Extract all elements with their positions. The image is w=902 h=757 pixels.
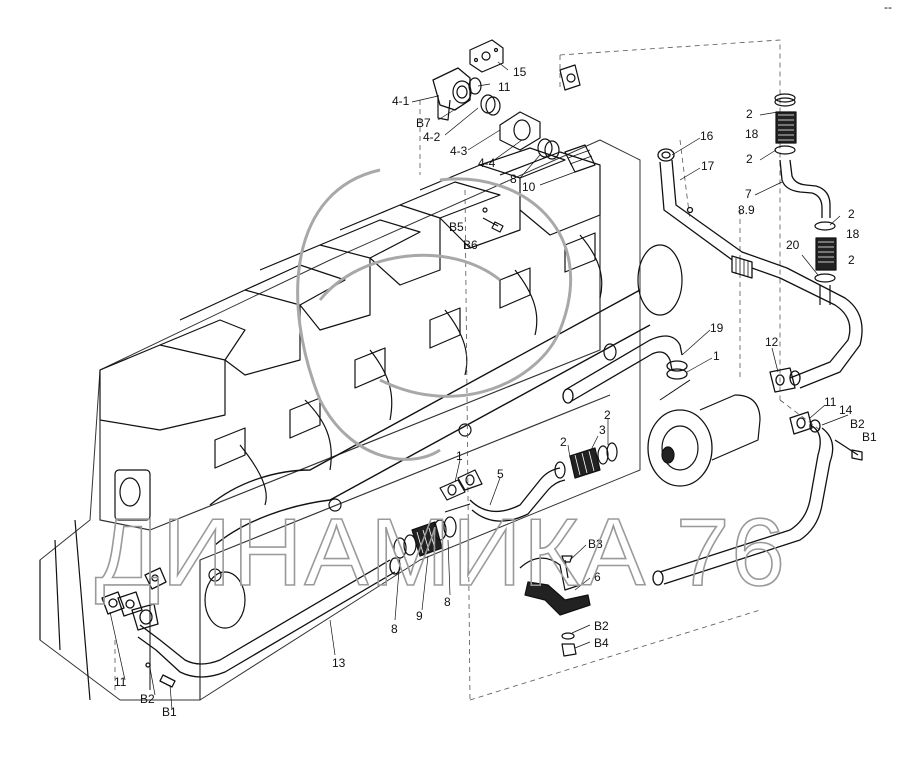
callout-1-right: 1 — [713, 349, 720, 363]
callout-3: 3 — [599, 423, 606, 437]
callout-5: 5 — [497, 467, 504, 481]
watermark-text: ДИНАМИКА 76 — [95, 499, 787, 606]
bolt-b5-b6 — [482, 207, 504, 233]
callout-2-c: 2 — [848, 207, 855, 221]
corner-mark: -- — [884, 0, 892, 14]
coupling-8-9 — [393, 503, 471, 559]
callout-b6: B6 — [463, 238, 478, 252]
callout-15: 15 — [513, 65, 527, 79]
callout-7: 7 — [745, 187, 752, 201]
callout-8-9: 8.9 — [738, 203, 755, 217]
callout-b2-mid: B2 — [594, 619, 609, 633]
callout-1-mid: 1 — [456, 449, 463, 463]
callout-10: 10 — [522, 180, 536, 194]
callout-4-1: 4-1 — [392, 94, 410, 108]
callout-b5: B5 — [449, 220, 464, 234]
callout-19: 19 — [710, 321, 724, 335]
callout-labels: 4-1 B7 4-2 4-3 4-4 8 10 11 15 B5 B6 16 1… — [114, 0, 892, 719]
callout-11-left: 11 — [114, 675, 127, 689]
callout-b2-right: B2 — [850, 417, 865, 431]
callout-8-b: 8 — [444, 595, 451, 609]
callout-20: 20 — [786, 238, 800, 252]
pipe-19 — [562, 335, 688, 404]
callout-18-a: 18 — [745, 127, 759, 141]
callout-2-a: 2 — [746, 107, 753, 121]
callout-b3: B3 — [588, 537, 603, 551]
callout-11: 11 — [498, 80, 511, 94]
engine-block — [39, 139, 683, 701]
bracket-6 — [519, 555, 591, 657]
callout-17: 17 — [701, 159, 715, 173]
callout-12: 12 — [765, 335, 779, 349]
callout-b4: B4 — [594, 636, 609, 650]
callout-6: 6 — [594, 570, 601, 584]
callout-18-b: 18 — [846, 227, 860, 241]
callout-13: 13 — [332, 656, 346, 670]
leader-lines — [109, 61, 849, 711]
callout-b1-left: B1 — [162, 705, 177, 719]
callout-4-4: 4-4 — [478, 156, 496, 170]
callout-b2-left: B2 — [140, 692, 155, 706]
callout-9: 9 — [416, 609, 423, 623]
callout-2-e: 2 — [560, 435, 567, 449]
middle-hose-5 — [439, 442, 618, 522]
right-hose-stack — [774, 93, 837, 305]
pipe-13 — [101, 557, 401, 688]
callout-b7: B7 — [416, 116, 431, 130]
upper-right-pipe — [657, 148, 863, 393]
lower-right-pipe — [652, 411, 863, 586]
turbo-unit — [647, 379, 761, 487]
callout-8-a: 8 — [391, 622, 398, 636]
callout-2-b: 2 — [746, 152, 753, 166]
callout-16: 16 — [700, 129, 714, 143]
callout-b1-right: B1 — [862, 430, 877, 444]
watermark-logo: ДИНАМИКА 76 — [94, 168, 787, 607]
callout-4-3: 4-3 — [450, 144, 468, 158]
callout-14: 14 — [839, 403, 853, 417]
callout-2-f: 2 — [604, 408, 611, 422]
callout-8: 8 — [510, 172, 517, 186]
callout-4-2: 4-2 — [423, 130, 441, 144]
guide-lines — [114, 39, 821, 701]
callout-11-right: 11 — [824, 395, 837, 409]
callout-2-d: 2 — [848, 253, 855, 267]
